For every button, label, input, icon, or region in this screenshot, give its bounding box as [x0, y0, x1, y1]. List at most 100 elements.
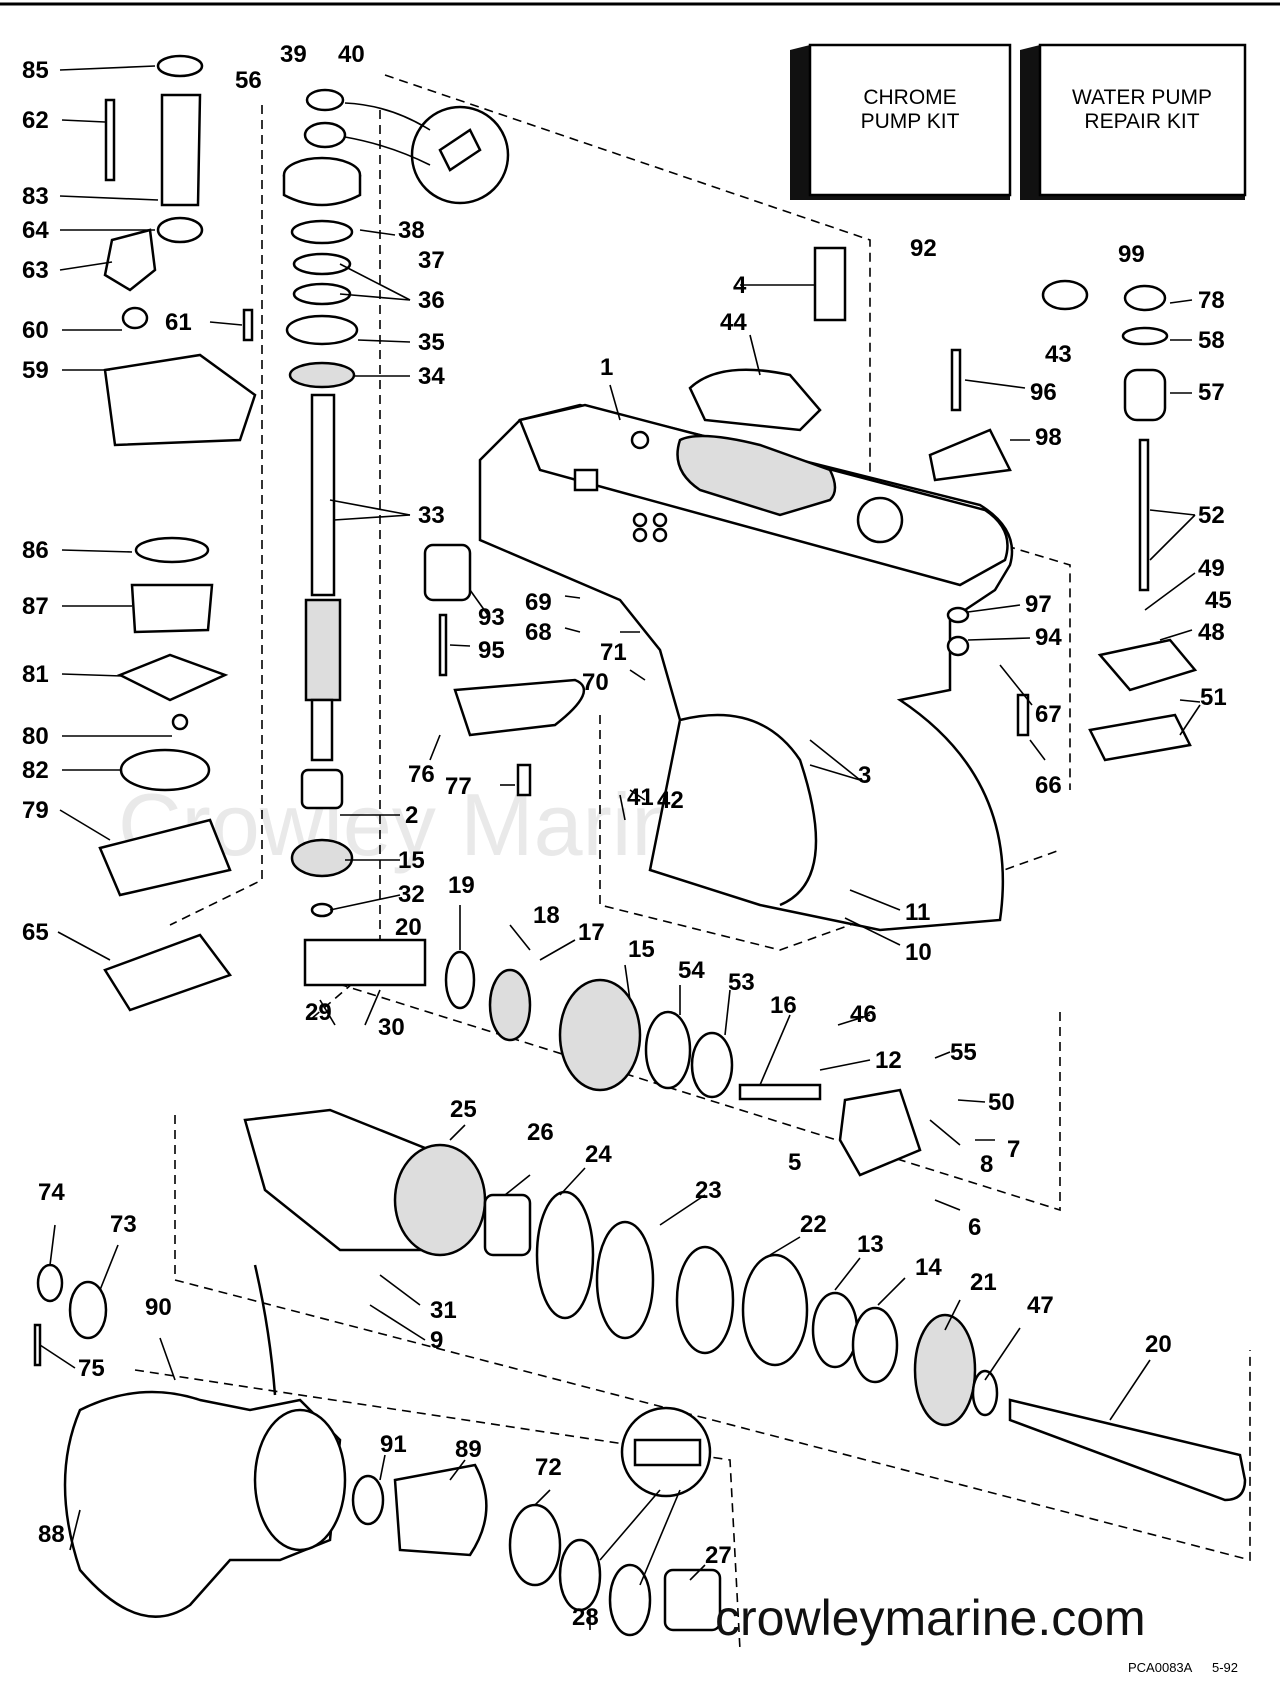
kit-99-line1: WATER PUMP	[1072, 86, 1212, 109]
svg-text:4: 4	[733, 272, 747, 299]
svg-text:15: 15	[398, 847, 425, 874]
kit-92-line2: PUMP KIT	[861, 110, 960, 133]
svg-text:91: 91	[380, 1431, 407, 1458]
svg-text:85: 85	[22, 57, 49, 84]
svg-text:99: 99	[1118, 241, 1145, 268]
svg-text:8: 8	[980, 1151, 993, 1178]
svg-text:90: 90	[145, 1294, 172, 1321]
svg-text:26: 26	[527, 1119, 554, 1146]
svg-text:53: 53	[728, 969, 755, 996]
svg-text:67: 67	[1035, 701, 1062, 728]
svg-text:80: 80	[22, 723, 49, 750]
svg-text:48: 48	[1198, 619, 1225, 646]
svg-text:12: 12	[875, 1047, 902, 1074]
svg-text:27: 27	[705, 1542, 732, 1569]
svg-text:94: 94	[1035, 624, 1062, 651]
svg-text:88: 88	[38, 1521, 65, 1548]
svg-text:77: 77	[445, 773, 472, 800]
svg-text:68: 68	[525, 619, 552, 646]
svg-text:35: 35	[418, 329, 445, 356]
svg-text:18: 18	[533, 902, 560, 929]
svg-text:58: 58	[1198, 327, 1225, 354]
svg-text:83: 83	[22, 183, 49, 210]
svg-text:69: 69	[525, 589, 552, 616]
svg-text:34: 34	[418, 363, 445, 390]
svg-text:43: 43	[1045, 341, 1072, 368]
svg-text:39: 39	[280, 41, 307, 68]
svg-text:56: 56	[235, 67, 262, 94]
svg-text:20: 20	[1145, 1331, 1172, 1358]
svg-text:25: 25	[450, 1096, 477, 1123]
date-code: 5-92	[1212, 1660, 1238, 1675]
group-line-bearing-housing	[174, 1115, 1251, 1562]
callout-numbers: 85 62 83 64 63 60 61 59 86 87 81 80 82 7…	[22, 41, 1232, 1631]
website-text: crowleymarine.com	[715, 1590, 1146, 1646]
svg-text:89: 89	[455, 1436, 482, 1463]
svg-text:2: 2	[405, 802, 418, 829]
svg-text:40: 40	[338, 41, 365, 68]
svg-text:74: 74	[38, 1179, 65, 1206]
svg-text:14: 14	[915, 1254, 942, 1281]
svg-text:7: 7	[1007, 1136, 1020, 1163]
svg-text:93: 93	[478, 604, 505, 631]
svg-text:44: 44	[720, 309, 747, 336]
svg-text:38: 38	[398, 217, 425, 244]
svg-text:75: 75	[78, 1355, 105, 1382]
svg-text:9: 9	[430, 1327, 443, 1354]
svg-text:79: 79	[22, 797, 49, 824]
svg-text:37: 37	[418, 247, 445, 274]
leader-lines	[39, 65, 1201, 1630]
svg-text:86: 86	[22, 537, 49, 564]
kit-box-chrome-pump: CHROME PUMP KIT	[790, 43, 1012, 200]
svg-text:59: 59	[22, 357, 49, 384]
svg-text:3: 3	[858, 762, 871, 789]
svg-text:50: 50	[988, 1089, 1015, 1116]
svg-text:52: 52	[1198, 502, 1225, 529]
svg-text:10: 10	[905, 939, 932, 966]
driveshaft-stack	[282, 88, 362, 918]
svg-text:28: 28	[572, 1604, 599, 1631]
svg-text:21: 21	[970, 1269, 997, 1296]
svg-text:70: 70	[582, 669, 609, 696]
svg-text:16: 16	[770, 992, 797, 1019]
svg-text:92: 92	[910, 235, 937, 262]
svg-text:42: 42	[657, 787, 684, 814]
svg-text:17: 17	[578, 919, 605, 946]
svg-text:47: 47	[1027, 1292, 1054, 1319]
svg-text:66: 66	[1035, 772, 1062, 799]
svg-text:24: 24	[585, 1141, 612, 1168]
svg-text:87: 87	[22, 593, 49, 620]
kit-box-water-pump-repair: WATER PUMP REPAIR KIT	[1020, 43, 1247, 200]
gear-train	[243, 543, 1247, 1502]
svg-text:61: 61	[165, 309, 192, 336]
svg-text:19: 19	[448, 872, 475, 899]
svg-text:41: 41	[627, 784, 654, 811]
svg-text:45: 45	[1205, 587, 1232, 614]
svg-text:51: 51	[1200, 684, 1227, 711]
svg-text:72: 72	[535, 1454, 562, 1481]
svg-text:60: 60	[22, 317, 49, 344]
seal-detail-circle	[599, 1406, 712, 1586]
svg-text:11: 11	[905, 899, 930, 926]
svg-text:95: 95	[478, 637, 505, 664]
group-line-prop	[134, 1369, 741, 1651]
kit-99-line2: REPAIR KIT	[1084, 110, 1199, 133]
svg-text:49: 49	[1198, 555, 1225, 582]
propeller-assembly	[33, 1263, 722, 1637]
svg-text:5: 5	[788, 1149, 801, 1176]
svg-text:30: 30	[378, 1014, 405, 1041]
figure-code: PCA0083A	[1128, 1660, 1193, 1675]
svg-text:78: 78	[1198, 287, 1225, 314]
svg-text:36: 36	[418, 287, 445, 314]
svg-text:33: 33	[418, 502, 445, 529]
svg-text:73: 73	[110, 1211, 137, 1238]
svg-text:98: 98	[1035, 424, 1062, 451]
svg-text:62: 62	[22, 107, 49, 134]
svg-text:81: 81	[22, 661, 49, 688]
svg-text:64: 64	[22, 217, 49, 244]
svg-text:46: 46	[850, 1001, 877, 1028]
svg-text:65: 65	[22, 919, 49, 946]
svg-text:96: 96	[1030, 379, 1057, 406]
group-line-driveshaft	[169, 105, 263, 926]
